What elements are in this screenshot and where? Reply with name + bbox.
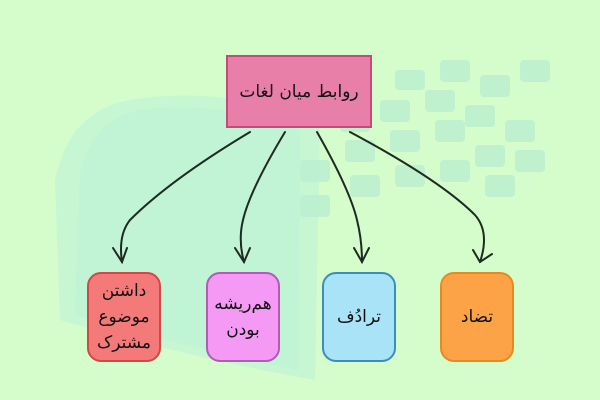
node-shared-topic: داشتن موضوع مشترک xyxy=(87,272,161,362)
node-same-root-label: هم‌ریشه بودن xyxy=(214,294,272,340)
root-node: روابط میان لغات xyxy=(226,55,372,128)
node-same-root: هم‌ریشه بودن xyxy=(206,272,280,362)
arrow-to-synonymy xyxy=(316,131,363,263)
arrow-to-same-root xyxy=(239,131,286,263)
node-synonymy-label: ترادُف xyxy=(336,307,382,327)
node-antonymy-label: تضاد xyxy=(460,307,494,327)
arrow-to-shared-topic xyxy=(120,131,251,263)
node-shared-topic-label: داشتن موضوع مشترک xyxy=(97,281,151,353)
arrow-to-antonymy xyxy=(349,131,485,263)
root-node-label: روابط میان لغات xyxy=(239,81,359,102)
node-antonymy: تضاد xyxy=(440,272,514,362)
node-synonymy: ترادُف xyxy=(322,272,396,362)
